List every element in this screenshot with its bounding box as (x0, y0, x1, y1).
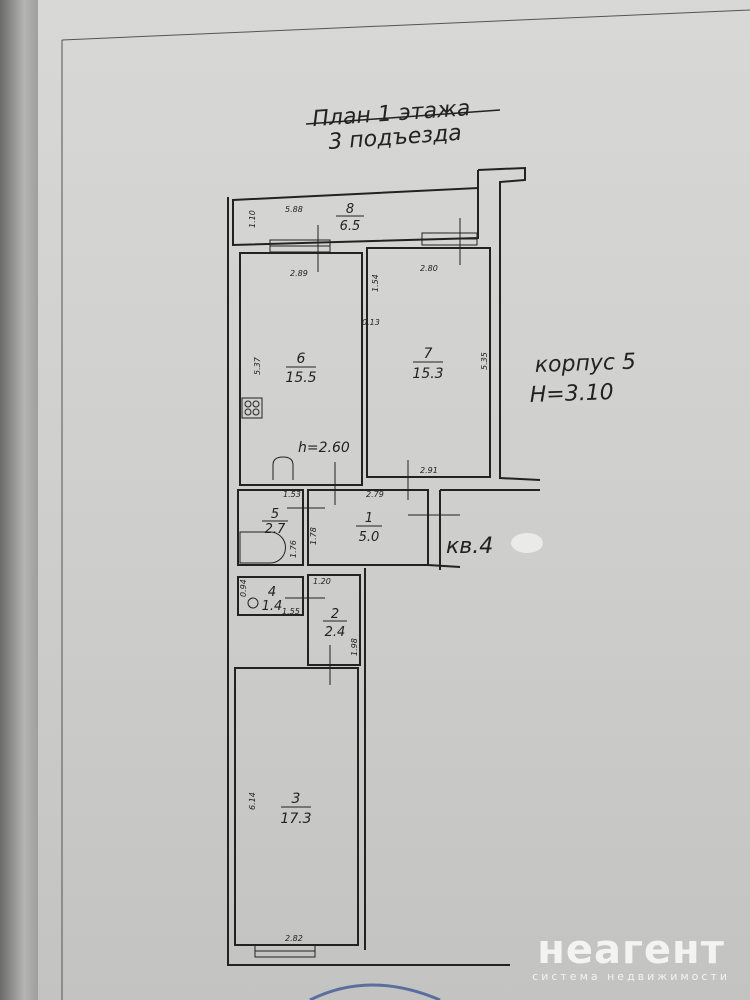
svg-text:15.3: 15.3 (412, 366, 443, 382)
svg-text:1.10: 1.10 (248, 210, 257, 228)
building-label: корпус 5 (534, 349, 636, 378)
book-binding (0, 0, 40, 1000)
svg-text:7: 7 (424, 346, 433, 362)
windows (254, 218, 478, 958)
document-page (38, 0, 750, 1000)
svg-text:2.79: 2.79 (366, 490, 384, 499)
watermark-brand: неагент (537, 927, 725, 973)
svg-text:15.5: 15.5 (285, 370, 316, 386)
blurred-apartment-number (511, 533, 543, 553)
watermark-tagline: система недвижимости (532, 970, 730, 983)
sink-icon (272, 456, 294, 480)
svg-text:1.54: 1.54 (371, 274, 380, 292)
svg-text:1.98: 1.98 (350, 638, 359, 656)
room-6: 6 15.5 (285, 351, 316, 386)
bathtub-icon (239, 531, 286, 564)
svg-text:5: 5 (271, 507, 279, 522)
svg-text:6.5: 6.5 (340, 219, 361, 234)
svg-text:5.37: 5.37 (253, 356, 262, 375)
stamp (309, 983, 441, 1000)
dimension-labels: 5.88 1.10 2.89 2.80 1.54 0.13 5.37 5.35 … (239, 205, 489, 943)
svg-text:5.35: 5.35 (480, 352, 489, 370)
svg-text:2.82: 2.82 (285, 934, 303, 943)
svg-text:8: 8 (346, 202, 354, 217)
walls (227, 166, 541, 966)
room-7: 7 15.3 (412, 346, 443, 382)
svg-text:5.88: 5.88 (285, 205, 303, 214)
toilet-icon (247, 597, 259, 609)
building-height: H=3.10 (529, 380, 614, 408)
svg-text:1: 1 (365, 511, 373, 526)
svg-text:5.0: 5.0 (359, 530, 380, 545)
svg-text:1.4: 1.4 (262, 599, 283, 614)
room-1: 1 5.0 (356, 511, 382, 545)
svg-text:2.91: 2.91 (420, 466, 438, 475)
svg-text:1.20: 1.20 (313, 577, 331, 586)
room-3: 3 17.3 (280, 791, 311, 827)
room-2: 2 2.4 (323, 607, 347, 640)
svg-text:1.53: 1.53 (283, 490, 301, 499)
svg-text:1.76: 1.76 (289, 540, 298, 558)
room-8: 8 6.5 (336, 202, 364, 234)
svg-text:4: 4 (268, 585, 276, 600)
apartment-label: кв.4 (446, 534, 493, 559)
stove-icon (241, 397, 263, 419)
svg-text:2.7: 2.7 (265, 522, 286, 537)
svg-text:2.80: 2.80 (420, 264, 438, 273)
svg-text:0.13: 0.13 (362, 318, 380, 327)
svg-text:6: 6 (297, 351, 306, 367)
svg-text:0.94: 0.94 (239, 579, 248, 597)
svg-text:2.89: 2.89 (290, 269, 308, 278)
svg-text:1.78: 1.78 (309, 527, 318, 545)
svg-text:17.3: 17.3 (280, 811, 311, 827)
room-4: 4 1.4 (262, 585, 283, 614)
watermark: неагент система недвижимости (532, 930, 730, 983)
ceiling-height: h=2.60 (298, 440, 350, 456)
svg-text:6.14: 6.14 (248, 792, 257, 810)
svg-text:1.55: 1.55 (282, 607, 300, 616)
room-5: 5 2.7 (262, 507, 288, 537)
svg-text:2.4: 2.4 (325, 625, 346, 640)
svg-text:2: 2 (331, 607, 339, 622)
svg-text:3: 3 (292, 791, 301, 807)
